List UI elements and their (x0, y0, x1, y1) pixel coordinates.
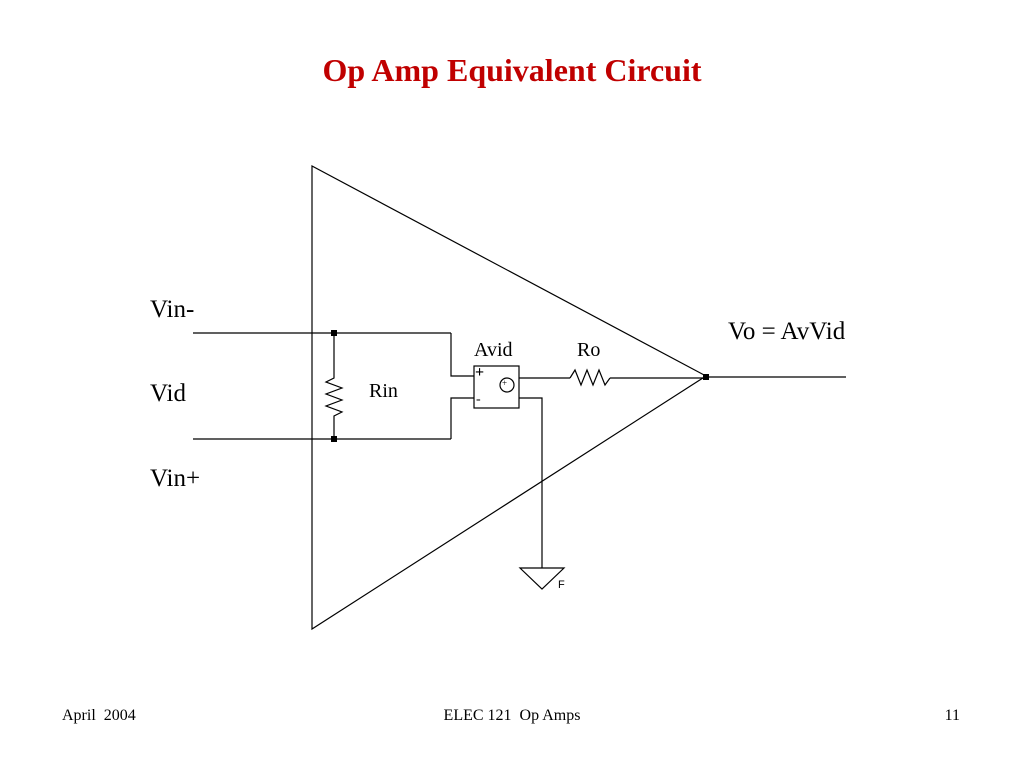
dependent-source-box (473, 365, 520, 409)
footer-date: April 2004 (62, 707, 136, 724)
vid-label: Vid (150, 380, 186, 407)
ro-resistor (569, 368, 611, 387)
source-circle-plus: + (502, 378, 507, 388)
op-amp-triangle (311, 165, 708, 631)
rin-label: Rin (369, 380, 398, 402)
junction-dot (331, 330, 337, 336)
junction-dot (703, 374, 709, 380)
ground-symbol (518, 567, 566, 590)
ground-label: F (558, 579, 565, 591)
slide-title: Op Amp Equivalent Circuit (322, 52, 702, 88)
source-minus-terminal: - (476, 392, 481, 407)
footer-course: ELEC 121 Op Amps (443, 707, 581, 724)
ground-wire (519, 397, 543, 568)
ro-label: Ro (577, 339, 600, 361)
minus-input-wire (450, 397, 474, 439)
vo-label: Vo = AvVid (728, 318, 846, 345)
junction-dot (331, 436, 337, 442)
footer-page-number: 11 (944, 707, 960, 724)
avid-label: Avid (474, 339, 513, 361)
vin-minus-label: Vin- (150, 296, 194, 323)
plus-input-wire (450, 333, 474, 377)
rin-resistor (324, 333, 344, 439)
vin-plus-label: Vin+ (150, 465, 200, 492)
source-circle (499, 377, 515, 393)
source-plus-terminal: + (475, 364, 484, 381)
